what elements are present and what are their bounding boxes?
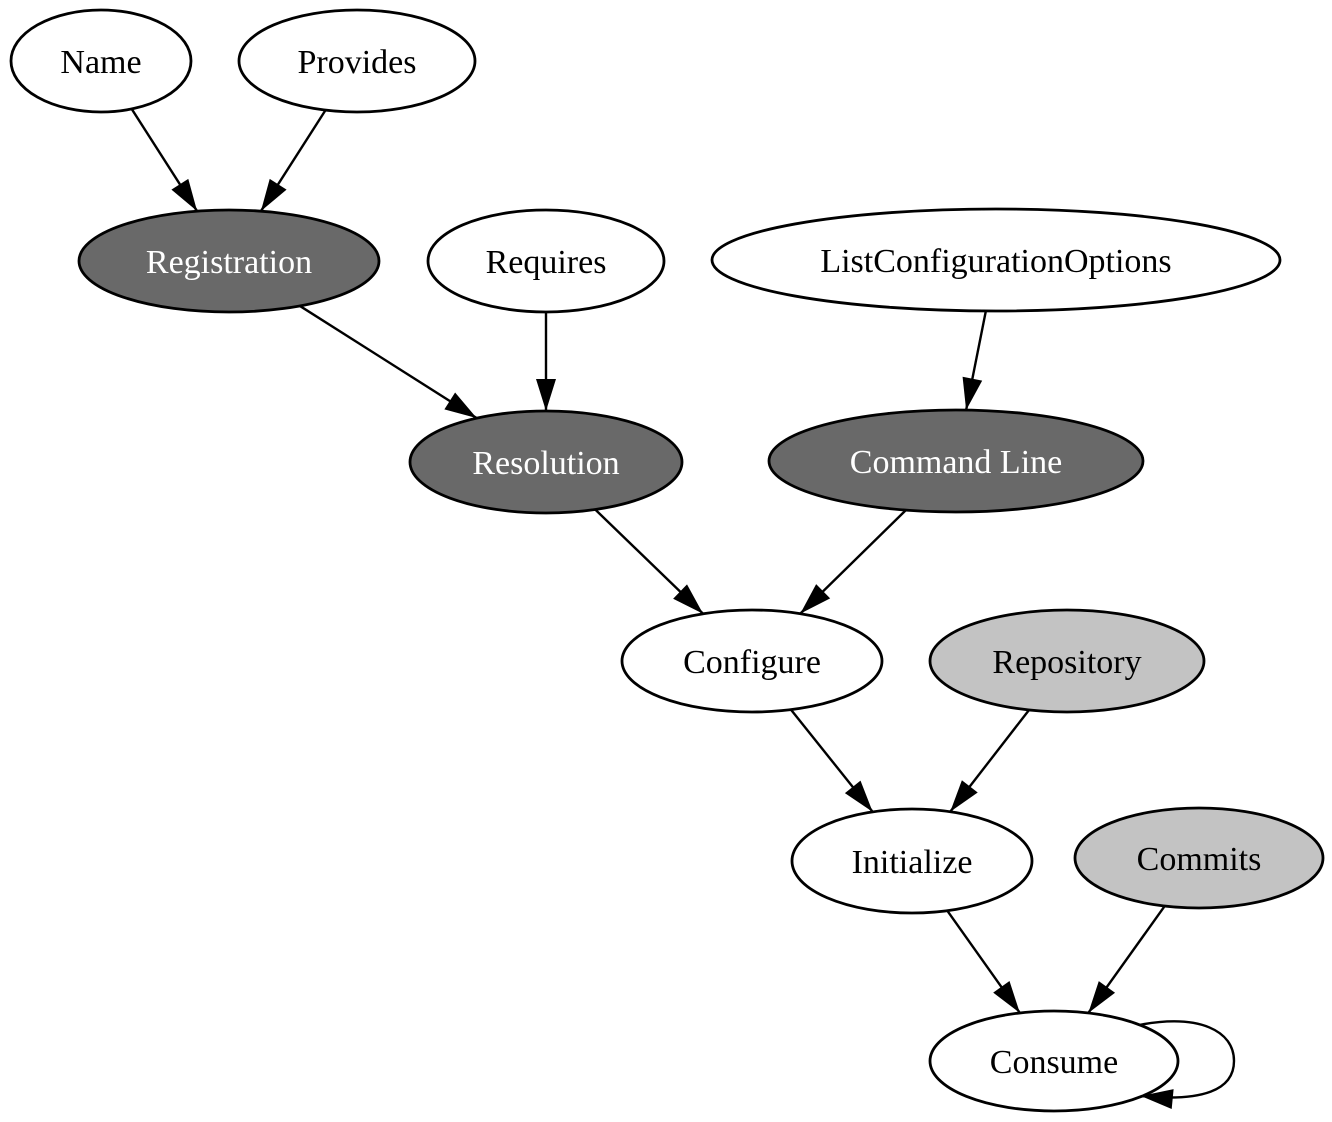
edge-name-registration [130, 108, 199, 212]
node-consume: Consume [928, 1009, 1180, 1113]
edges-layer [130, 108, 1236, 1110]
node-name: Name [9, 8, 193, 114]
edge-consume-consume-self-loop [1138, 1020, 1236, 1110]
edge-provides-registration [259, 109, 327, 212]
node-requires-ellipse [426, 208, 666, 314]
node-list-configuration-options: ListConfigurationOptions [710, 207, 1282, 313]
edge-repository-initialize [949, 709, 1030, 813]
edge-registration-resolution [299, 304, 478, 420]
node-repository: Repository [928, 608, 1206, 714]
node-initialize: Initialize [790, 807, 1034, 915]
node-resolution-ellipse [408, 409, 684, 515]
node-provides: Provides [237, 8, 477, 114]
edge-initialize-consume [946, 910, 1021, 1014]
node-requires: Requires [426, 208, 666, 314]
node-command-line: Command Line [767, 408, 1145, 514]
edge-list-configuration-options-command-line [962, 310, 988, 411]
edge-resolution-configure [594, 508, 704, 615]
node-registration: Registration [77, 208, 381, 314]
node-resolution: Resolution [408, 409, 684, 515]
node-provides-ellipse [237, 8, 477, 114]
node-configure-ellipse [620, 608, 884, 714]
node-name-ellipse [9, 8, 193, 114]
node-list-configuration-options-ellipse [710, 207, 1282, 313]
node-commits: Commits [1073, 806, 1325, 910]
node-commits-ellipse [1073, 806, 1325, 910]
node-registration-ellipse [77, 208, 381, 314]
node-repository-ellipse [928, 608, 1206, 714]
node-command-line-ellipse [767, 408, 1145, 514]
edge-commits-consume [1087, 905, 1166, 1014]
node-configure: Configure [620, 608, 884, 714]
edge-configure-initialize [789, 708, 874, 813]
edge-command-line-configure [799, 509, 907, 615]
node-consume-ellipse [928, 1009, 1180, 1113]
node-initialize-ellipse [790, 807, 1034, 915]
